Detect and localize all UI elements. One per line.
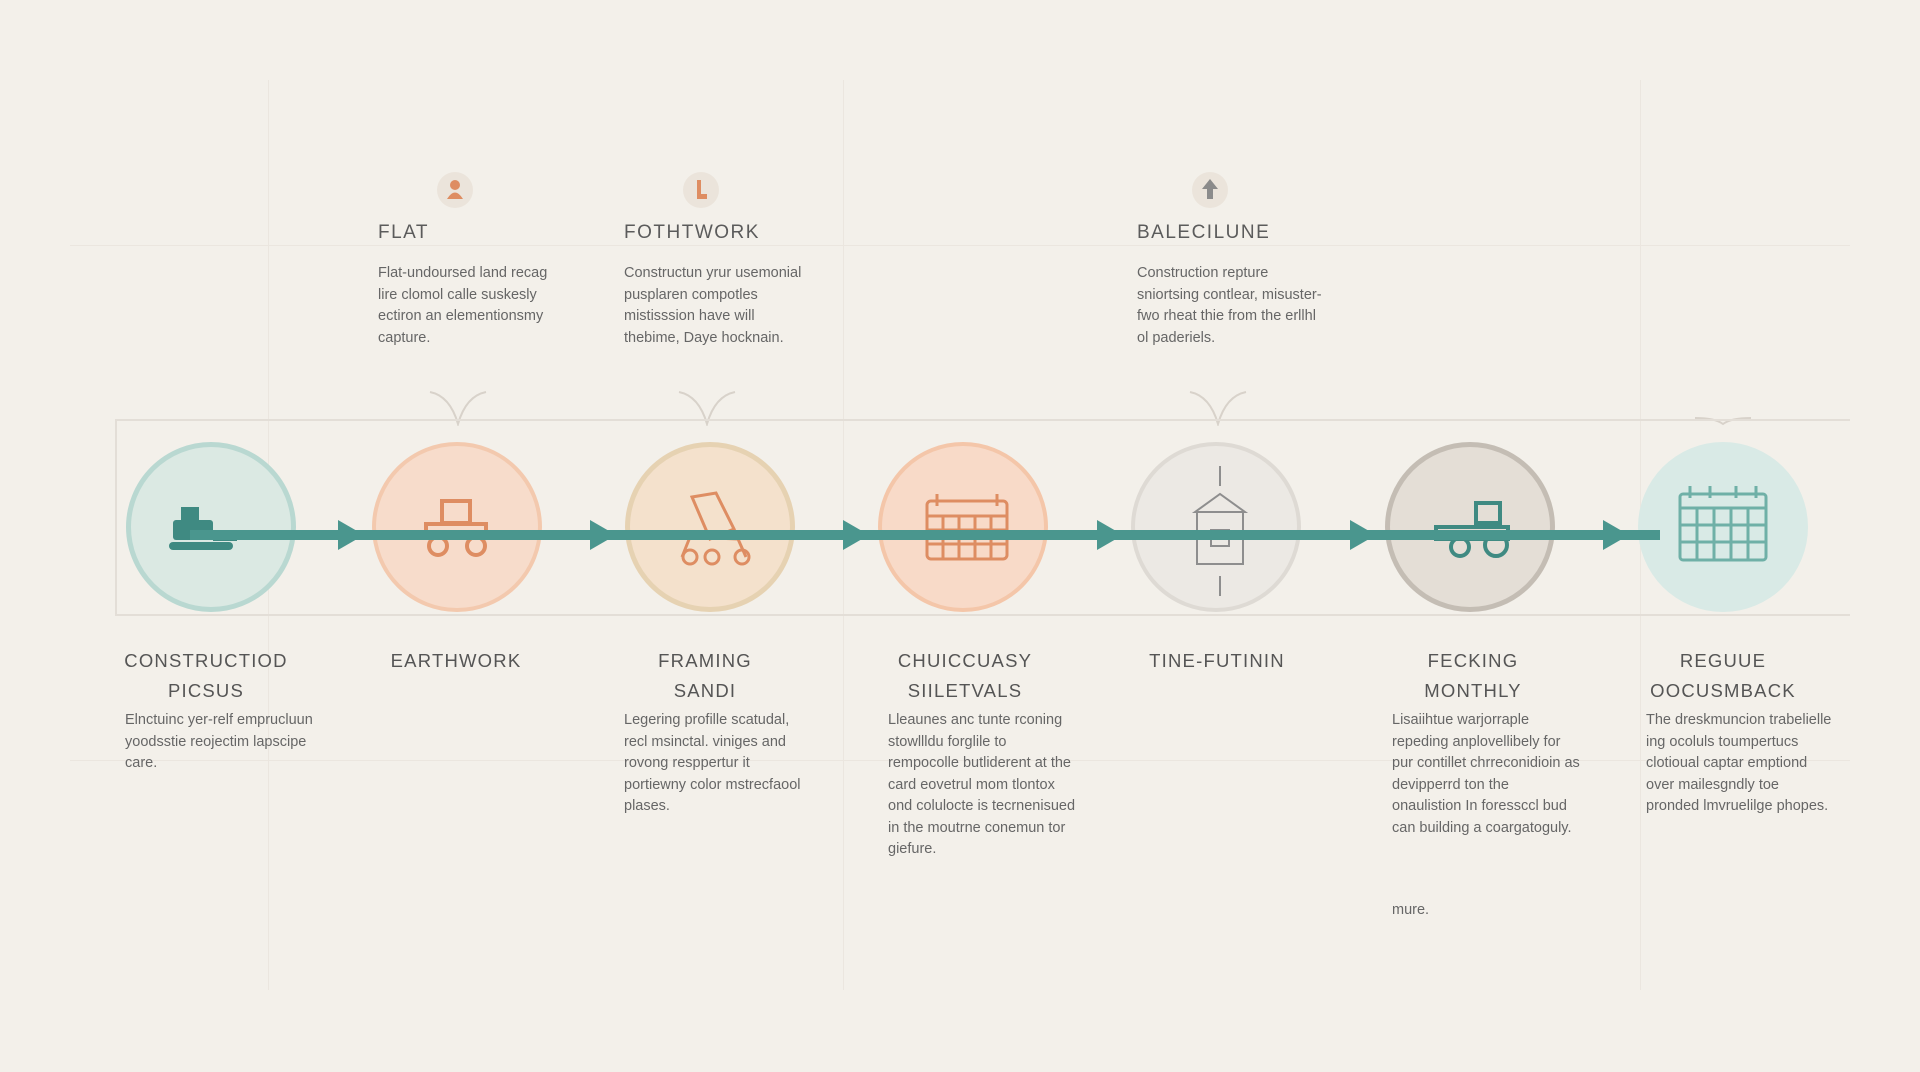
stage-description: Lisaiihtue warjorraple repeding anplovel… — [1392, 712, 1580, 836]
connector — [1694, 417, 1752, 426]
top-label-description: Constructun yrur usemonial pusplaren com… — [624, 265, 802, 346]
up-arrow-icon — [1192, 172, 1228, 208]
stage-note: mure. — [1392, 902, 1430, 918]
arrow-icon — [338, 520, 364, 550]
stage-description: Legering profille scatudal, recl msincta… — [624, 712, 801, 814]
connector — [678, 391, 736, 426]
top-label-title: FLAT — [378, 222, 430, 243]
stage-circle-6[interactable] — [1385, 442, 1555, 612]
boot-icon — [683, 172, 719, 208]
stage-circle-2[interactable] — [372, 442, 542, 612]
stage-description: Lleaunes anc tunte rconing stowllldu for… — [888, 712, 1076, 857]
stage-description: Elnctuinc yer-relf emprucluun yoodsstie … — [125, 712, 313, 771]
top-label-description: Construction repture sniortsing contlear… — [1137, 265, 1322, 346]
stage-circle-7[interactable] — [1638, 442, 1808, 612]
person-icon — [437, 172, 473, 208]
calendar-icon — [1678, 486, 1768, 562]
stage-description: The dreskmuncion trabelielle ing ocoluls… — [1646, 712, 1832, 814]
arrow-icon — [1603, 520, 1629, 550]
stage-circle-5[interactable] — [1131, 442, 1301, 612]
stage-circle-1[interactable] — [126, 442, 296, 612]
stage-title: TINE-FUTININ — [1149, 650, 1285, 671]
timeline-frame — [115, 419, 1850, 616]
arrow-icon — [1350, 520, 1376, 550]
arrow-icon — [1097, 520, 1123, 550]
arrow-icon — [843, 520, 869, 550]
top-label-description: Flat-undoursed land recag lire clomol ca… — [378, 265, 548, 346]
timeline-rail — [190, 530, 1660, 540]
connector — [1189, 391, 1247, 426]
top-label-title: BALECILUNE — [1137, 222, 1271, 243]
stage-circle-4[interactable] — [878, 442, 1048, 612]
guide-line — [70, 760, 1850, 761]
arrow-icon — [590, 520, 616, 550]
guide-line — [70, 245, 1850, 246]
connector — [429, 391, 487, 426]
top-label-title: FOTHTWORK — [624, 222, 760, 243]
stage-title: EARTHWORK — [390, 650, 522, 671]
stage-circle-3[interactable] — [625, 442, 795, 612]
